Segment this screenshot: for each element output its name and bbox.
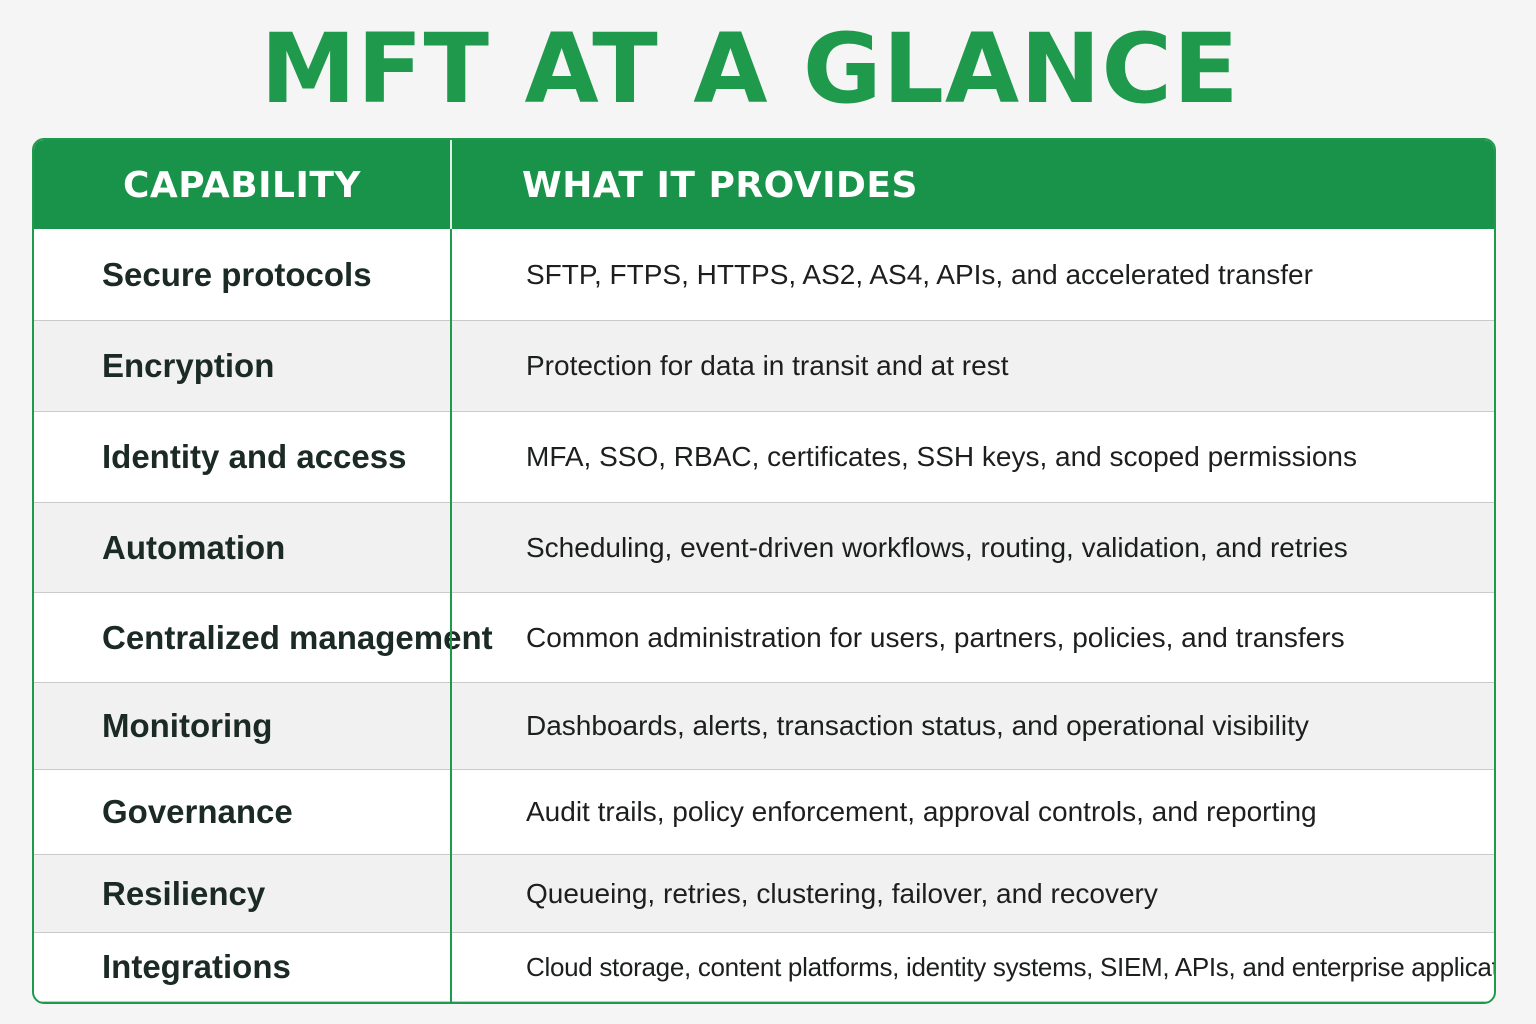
capability-cell: Monitoring [102,707,273,744]
page-title: MFT AT A GLANCE [260,13,1240,125]
table-row: Monitoring Dashboards, alerts, transacti… [34,683,1494,770]
header-divider [450,140,452,229]
column-divider [450,229,452,1002]
table-row: Automation Scheduling, event-driven work… [34,503,1494,593]
provides-cell: Dashboards, alerts, transaction status, … [526,710,1309,741]
capability-cell: Resiliency [102,874,266,912]
table-row: Governance Audit trails, policy enforcem… [34,770,1494,855]
provides-cell: SFTP, FTPS, HTTPS, AS2, AS4, APIs, and a… [526,258,1313,290]
capability-cell: Encryption [102,347,275,384]
provides-cell: Scheduling, event-driven workflows, rout… [526,531,1348,563]
provides-cell: Queueing, retries, clustering, failover,… [526,877,1158,909]
capabilities-table: CAPABILITY WHAT IT PROVIDES Secure proto… [32,138,1496,1004]
table-row: Secure protocols SFTP, FTPS, HTTPS, AS2,… [34,229,1494,321]
capability-cell: Identity and access [102,438,407,475]
capability-cell: Governance [102,793,293,830]
header-capability: CAPABILITY [122,165,361,206]
capability-cell: Secure protocols [102,255,372,293]
capability-cell: Automation [102,528,286,566]
table-row: Centralized management Common administra… [34,593,1494,683]
table-row: Encryption Protection for data in transi… [34,321,1494,412]
table-header-row: CAPABILITY WHAT IT PROVIDES [34,140,1494,229]
provides-cell: MFA, SSO, RBAC, certificates, SSH keys, … [526,441,1357,472]
capability-cell: Integrations [102,948,291,985]
table-row: Integrations Cloud storage, content plat… [34,933,1494,1002]
table-row: Resiliency Queueing, retries, clustering… [34,855,1494,933]
provides-cell: Common administration for users, partner… [526,621,1345,653]
provides-cell: Protection for data in transit and at re… [526,350,1009,381]
provides-cell: Cloud storage, content platforms, identi… [526,951,1496,982]
capability-cell: Centralized management [102,618,493,656]
header-what-it-provides: WHAT IT PROVIDES [522,165,918,206]
table-row: Identity and access MFA, SSO, RBAC, cert… [34,412,1494,503]
provides-cell: Audit trails, policy enforcement, approv… [526,796,1317,827]
